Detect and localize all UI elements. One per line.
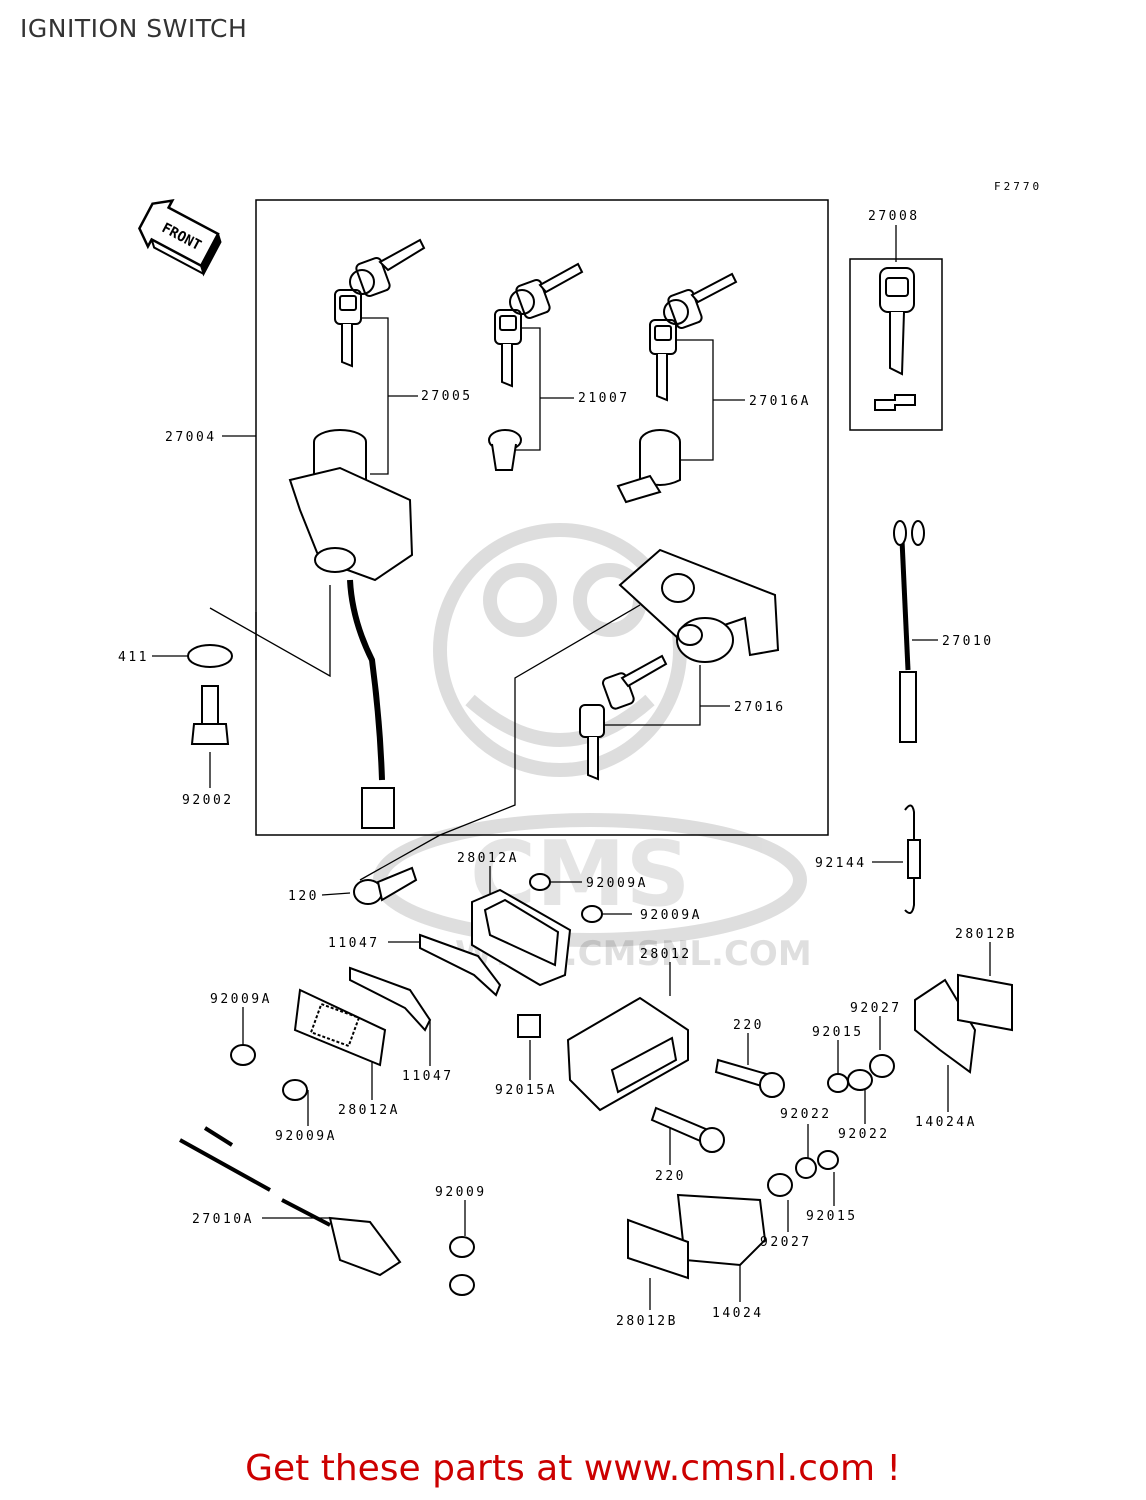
key-set-27016A-icon <box>649 272 738 402</box>
part-label: 27016A <box>749 394 811 409</box>
part-label: 92015A <box>495 1083 557 1098</box>
part-label: 92144 <box>815 856 867 871</box>
washer-92022-right-icon <box>847 1069 873 1091</box>
reflector-housing-28012-icon <box>566 996 689 1112</box>
reflector-28012A-left-icon <box>293 988 387 1067</box>
part-label: 92022 <box>780 1107 832 1122</box>
part-drawings <box>179 238 1013 1296</box>
part-label: 92009A <box>640 908 702 923</box>
screw-92009A-a-icon <box>529 873 551 891</box>
part-label: 28012 <box>640 947 692 962</box>
footer-link[interactable]: Get these parts at www.cmsnl.com ! <box>245 1448 901 1489</box>
part-label: 92009A <box>586 876 648 891</box>
nut-92015-bottom-icon <box>817 1150 839 1170</box>
part-label: 92009A <box>210 992 272 1007</box>
key-set-27005-icon <box>334 238 426 368</box>
part-label: 92015 <box>812 1025 864 1040</box>
washer-411-icon <box>187 644 233 668</box>
bolt-220-bottom-icon <box>650 1106 725 1153</box>
part-label: 27005 <box>421 389 473 404</box>
page-title: IGNITION SWITCH <box>20 14 248 43</box>
switch-27010-icon <box>893 520 925 743</box>
part-label: 14024A <box>915 1115 977 1130</box>
nut-92015-right-icon <box>827 1073 849 1093</box>
part-label: 28012A <box>457 851 519 866</box>
reflector-28012A-top-icon <box>471 888 572 987</box>
part-label: 21007 <box>578 391 630 406</box>
part-label: 11047 <box>402 1069 454 1084</box>
part-labels: 27008 27005 21007 27016A 27004 27010 411… <box>118 209 1017 1329</box>
part-label: 28012A <box>338 1103 400 1118</box>
part-label: 14024 <box>712 1306 764 1321</box>
part-label: 92009 <box>435 1185 487 1200</box>
part-label: 92002 <box>182 793 234 808</box>
part-label: 27004 <box>165 430 217 445</box>
part-label: 411 <box>118 650 149 665</box>
bolt-220-top-icon <box>714 1058 785 1098</box>
bracket-11047-bottom-icon <box>349 966 432 1032</box>
collar-92027-right-icon <box>869 1054 895 1078</box>
bracket-14024A-icon <box>914 978 977 1074</box>
switch-27010A-icon <box>179 1126 402 1277</box>
part-label: 27008 <box>868 209 920 224</box>
part-label: 220 <box>733 1018 764 1033</box>
parts-diagram: CMS WWW.CMSNL.COM F2770 FRONT <box>118 180 1042 1329</box>
part-label: 220 <box>655 1169 686 1184</box>
front-arrow-icon: FRONT <box>138 198 222 277</box>
watermark-logo <box>373 523 807 947</box>
screw-92009-b-icon <box>449 1274 475 1296</box>
ignition-switch-icon <box>288 429 414 829</box>
part-label: 92015 <box>806 1209 858 1224</box>
key-27008-icon <box>874 267 916 411</box>
clip-92015A-icon <box>517 1014 541 1038</box>
leader-lines <box>152 225 991 1310</box>
part-label: 92022 <box>838 1127 890 1142</box>
seat-lock-27016-icon <box>579 548 780 781</box>
screw-92009A-bottom-icon <box>282 1079 308 1101</box>
part-label: 28012B <box>955 927 1017 942</box>
bolt-92002-icon <box>190 685 230 745</box>
cylinder-27016A-icon <box>616 429 681 504</box>
part-label: 92027 <box>850 1001 902 1016</box>
washer-92022-mid-icon <box>795 1157 817 1179</box>
cylinder-21007-icon <box>488 429 522 471</box>
kit-frame <box>255 199 829 836</box>
part-label: 27010A <box>192 1212 254 1227</box>
bracket-14024-icon <box>676 1193 767 1267</box>
part-label: 11047 <box>328 936 380 951</box>
screw-92009A-left-icon <box>230 1044 256 1066</box>
part-label: 27016 <box>734 700 786 715</box>
reflector-28012B-bottom-icon <box>627 1218 689 1280</box>
screw-92009-a-icon <box>449 1236 475 1258</box>
screw-92009A-b-icon <box>581 905 603 923</box>
part-label: 120 <box>288 889 319 904</box>
part-label: 28012B <box>616 1314 678 1329</box>
part-label: 92009A <box>275 1129 337 1144</box>
key-set-21007-icon <box>494 262 584 388</box>
reflector-28012B-right-icon <box>957 973 1013 1032</box>
bracket-11047-top-icon <box>419 933 502 997</box>
figure-code: F2770 <box>994 180 1042 193</box>
screw-120-icon <box>353 866 418 905</box>
part-label: 92027 <box>760 1235 812 1250</box>
part-label: 27010 <box>942 634 994 649</box>
collar-92027-bottom-icon <box>767 1173 793 1197</box>
